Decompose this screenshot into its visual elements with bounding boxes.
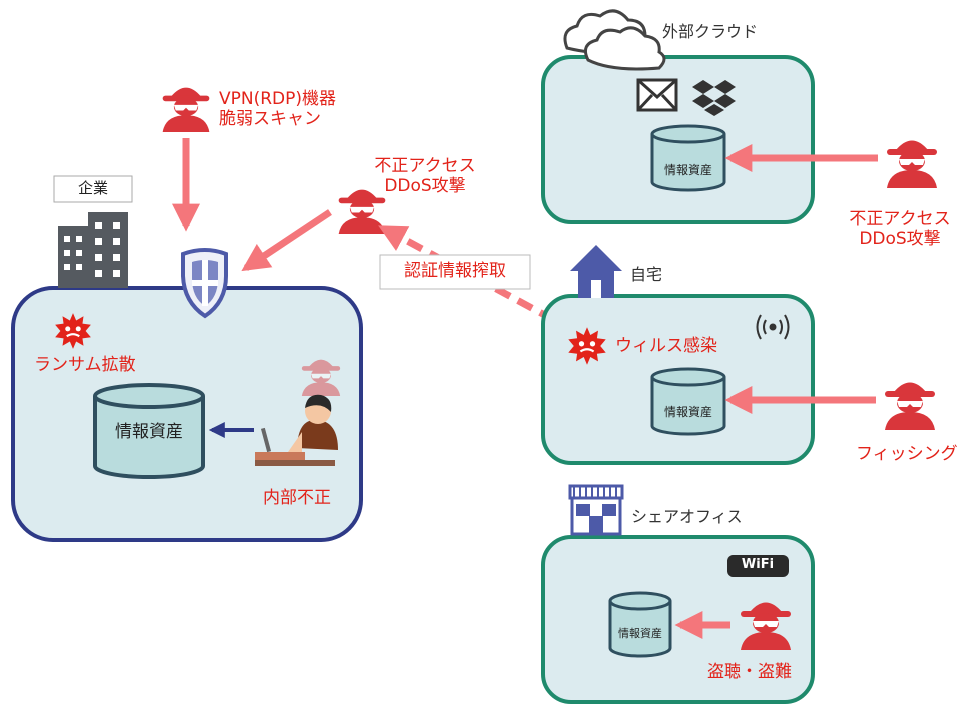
wifi-icon <box>727 555 789 577</box>
unauth-right-label: 不正アクセス DDoS攻撃 <box>849 209 951 250</box>
insider-label: 内部不正 <box>263 488 331 508</box>
asset-home-label: 情報資産 <box>663 405 712 419</box>
cloud-icon <box>563 9 666 71</box>
virus-label: ウィルス感染 <box>615 336 717 356</box>
cred-theft-label: 認証情報搾取 <box>404 261 506 281</box>
company-label-box <box>53 175 133 203</box>
asset-share-label: 情報資産 <box>618 627 662 640</box>
hacker-icon <box>887 140 937 188</box>
shop-icon <box>568 484 624 536</box>
vpn-scan-label: VPN(RDP)機器 脆弱スキャン <box>219 89 337 130</box>
mail-icon <box>636 78 678 112</box>
database-icon <box>650 124 726 192</box>
asset-company-label: 情報資産 <box>115 422 183 442</box>
database-icon <box>93 383 205 479</box>
asset-cloud-label: 情報資産 <box>663 163 712 177</box>
company-label: 企業 <box>77 179 108 197</box>
wifi-label: WiFi <box>741 557 775 572</box>
cred-theft-label-box <box>379 254 531 290</box>
phishing-label: フィッシング <box>856 444 958 464</box>
cred-theft-arrow <box>378 224 556 324</box>
database-icon <box>650 367 726 436</box>
share-title: シェアオフィス <box>631 507 743 526</box>
shield-icon <box>181 248 228 319</box>
worker-icon <box>255 394 338 466</box>
unauth-top-arrow <box>241 209 332 272</box>
unauth-top-label: 不正アクセス DDoS攻撃 <box>374 156 476 197</box>
cloud-title: 外部クラウド <box>662 22 759 41</box>
building-icon <box>58 212 128 288</box>
hacker-icon <box>162 87 210 132</box>
house-icon <box>570 245 622 298</box>
home-title: 自宅 <box>630 265 663 284</box>
database-icon <box>608 591 672 658</box>
ransom-label: ランサム拡散 <box>34 355 136 375</box>
dropbox-icon <box>692 80 736 116</box>
hacker-icon <box>885 382 935 430</box>
wireless-icon <box>756 314 790 340</box>
eavesdrop-label: 盗聴・盗難 <box>707 662 792 682</box>
